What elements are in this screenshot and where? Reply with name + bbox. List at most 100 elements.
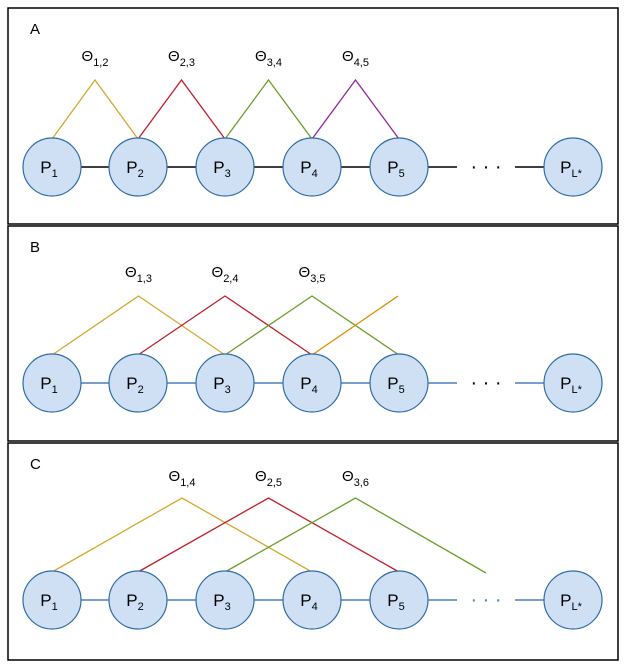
theta-subscript: 1,2 <box>93 57 108 69</box>
node-p3: P3 <box>195 137 255 197</box>
node-circle <box>543 570 603 630</box>
theta-subscript: 2,3 <box>180 57 195 69</box>
theta-symbol: Θ <box>82 48 94 65</box>
theta-label: Θ2,3 <box>168 48 195 69</box>
node-base: P <box>40 591 51 610</box>
theta-symbol: Θ <box>342 468 354 485</box>
node-subscript: L* <box>571 384 582 396</box>
panel-label: B <box>30 239 40 256</box>
node-circle <box>282 353 342 413</box>
theta-connector <box>137 78 226 140</box>
node-base: P <box>126 591 137 610</box>
theta-connector <box>224 497 487 574</box>
node-label: P3 <box>213 158 230 180</box>
node-label: P5 <box>387 158 404 180</box>
node-circle <box>543 137 603 197</box>
theta-subscript: 2,4 <box>223 273 238 285</box>
panel-label: C <box>30 456 41 473</box>
node-base: P <box>126 158 137 177</box>
node-label: P4 <box>300 158 317 180</box>
open-connector <box>311 295 399 356</box>
theta-subscript: 4,5 <box>354 57 369 69</box>
node-label: PL* <box>560 374 582 396</box>
node-last: PL* <box>543 137 603 197</box>
node-p2: P2 <box>108 570 168 630</box>
node-label: P2 <box>126 591 143 613</box>
theta-label: Θ2,4 <box>212 264 239 285</box>
node-circle <box>195 570 255 630</box>
node-p4: P4 <box>282 353 342 413</box>
node-base: P <box>300 158 311 177</box>
theta-symbol: Θ <box>125 264 137 281</box>
node-base: P <box>213 591 224 610</box>
theta-connector <box>224 78 313 140</box>
node-circle <box>369 353 429 413</box>
node-circle <box>369 137 429 197</box>
theta-symbol: Θ <box>255 48 267 65</box>
ellipsis: · · · <box>470 372 501 394</box>
node-circle <box>108 570 168 630</box>
node-subscript: 2 <box>138 384 144 396</box>
node-circle <box>195 137 255 197</box>
theta-label: Θ3,5 <box>299 264 326 285</box>
node-label: P1 <box>40 591 57 613</box>
node-label: P4 <box>300 591 317 613</box>
node-circle <box>543 353 603 413</box>
ellipsis: · · · <box>470 156 501 178</box>
theta-label: Θ1,2 <box>82 48 109 69</box>
node-base: P <box>40 374 51 393</box>
node-subscript: 1 <box>52 384 58 396</box>
node-p5: P5 <box>369 353 429 413</box>
node-subscript: 4 <box>312 601 318 613</box>
node-subscript: 1 <box>52 601 58 613</box>
theta-symbol: Θ <box>168 48 180 65</box>
node-last: PL* <box>543 570 603 630</box>
node-subscript: 3 <box>225 384 231 396</box>
node-p5: P5 <box>369 137 429 197</box>
theta-connector <box>224 295 400 356</box>
node-base: P <box>387 591 398 610</box>
theta-connector <box>51 78 139 140</box>
node-p4: P4 <box>282 570 342 630</box>
node-label: P3 <box>213 591 230 613</box>
node-subscript: 3 <box>225 601 231 613</box>
node-base: P <box>213 158 224 177</box>
theta-subscript: 3,4 <box>267 57 282 69</box>
node-base: P <box>300 374 311 393</box>
node-subscript: 5 <box>399 601 405 613</box>
theta-symbol: Θ <box>255 468 267 485</box>
node-circle <box>108 353 168 413</box>
node-label: P2 <box>126 158 143 180</box>
node-circle <box>195 353 255 413</box>
node-base: P <box>213 374 224 393</box>
theta-label: Θ3,6 <box>342 468 369 489</box>
node-base: P <box>387 374 398 393</box>
node-label: P2 <box>126 374 143 396</box>
node-label: P5 <box>387 374 404 396</box>
theta-symbol: Θ <box>299 264 311 281</box>
node-circle <box>22 353 82 413</box>
theta-label: Θ4,5 <box>342 48 369 69</box>
node-p1: P1 <box>22 570 82 630</box>
theta-connector <box>137 497 400 573</box>
node-last: PL* <box>543 353 603 413</box>
node-base: P <box>40 158 51 177</box>
theta-symbol: Θ <box>342 48 354 65</box>
node-subscript: 4 <box>312 384 318 396</box>
panel-label: A <box>30 21 40 38</box>
node-subscript: 2 <box>138 168 144 180</box>
node-base: P <box>300 591 311 610</box>
node-subscript: 5 <box>399 384 405 396</box>
node-p5: P5 <box>369 570 429 630</box>
theta-connector <box>311 78 400 140</box>
node-subscript: L* <box>571 168 582 180</box>
node-subscript: 5 <box>399 168 405 180</box>
node-subscript: 3 <box>225 168 231 180</box>
node-subscript: 4 <box>312 168 318 180</box>
node-label: P1 <box>40 158 57 180</box>
node-label: P1 <box>40 374 57 396</box>
theta-connector <box>137 295 313 356</box>
